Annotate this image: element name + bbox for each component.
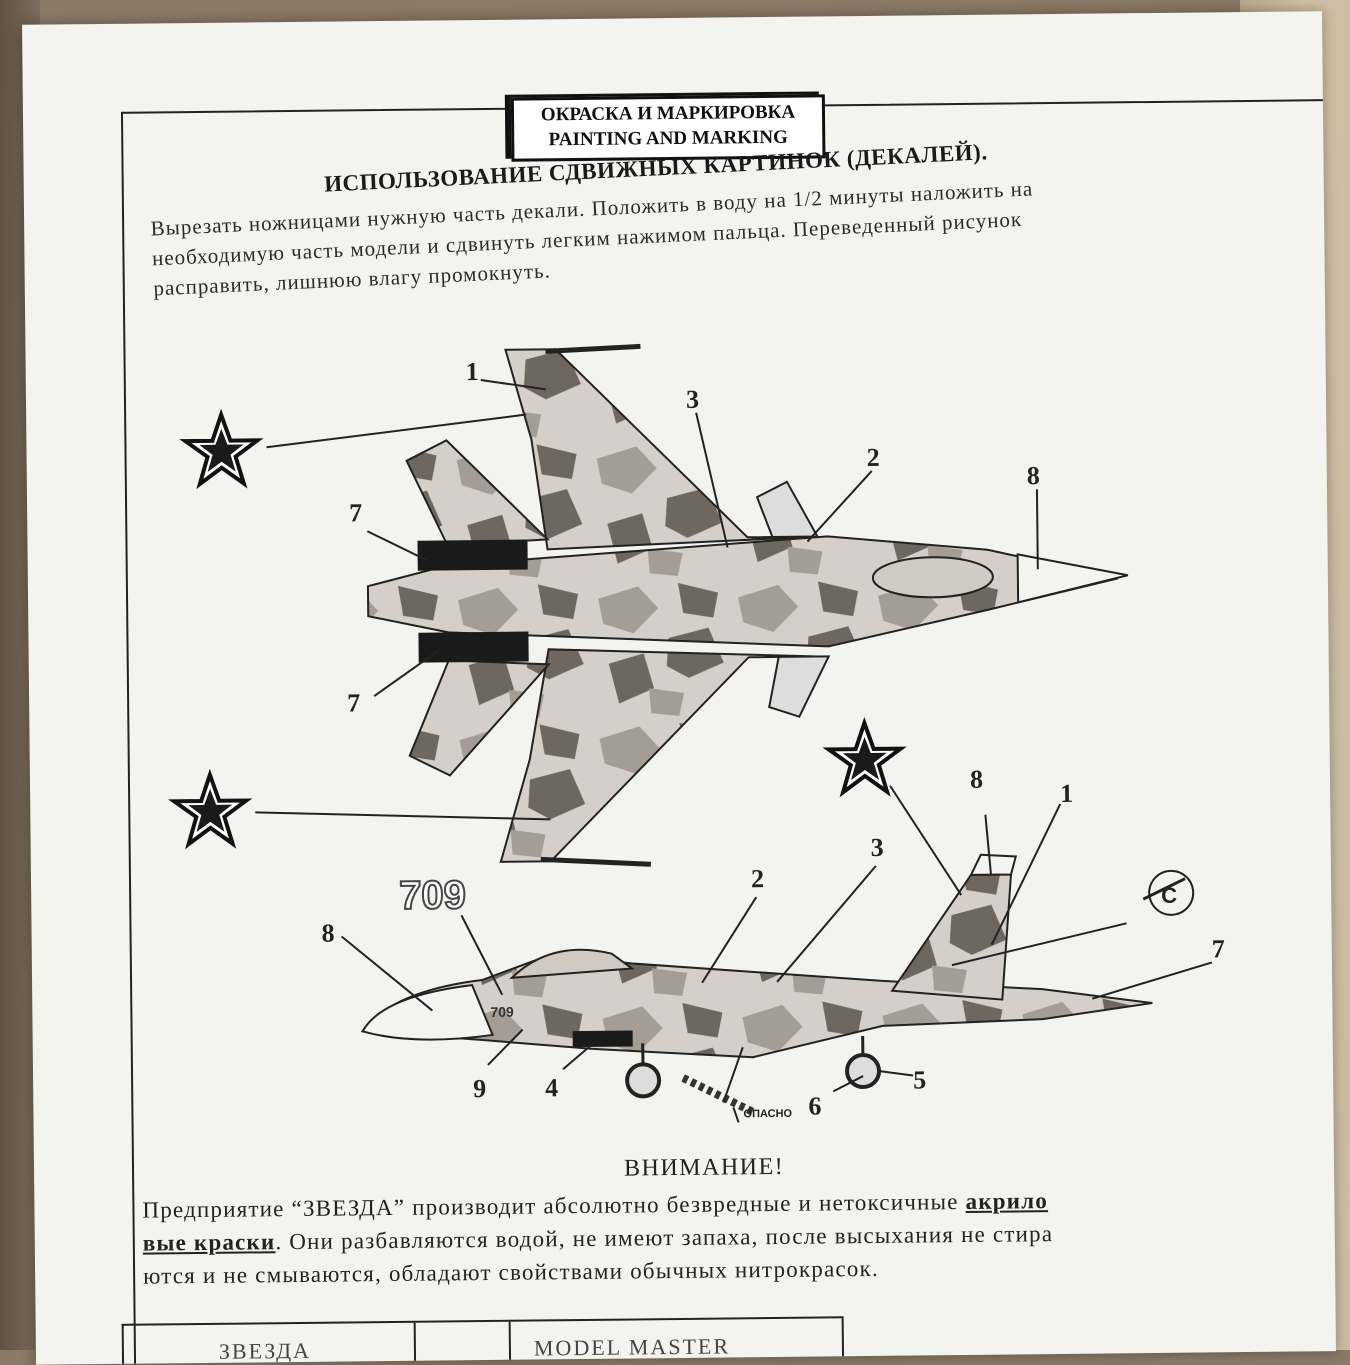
warning-title: ВНИМАНИЕ!	[623, 1153, 785, 1182]
side-number-decal: 709	[399, 873, 466, 918]
table-cell-model-master: MODEL MASTER	[508, 1318, 845, 1365]
aircraft-top-view	[366, 343, 1129, 867]
top-wing-lower	[499, 648, 819, 863]
top-tail-lower	[408, 659, 551, 777]
danger-label: ОПАСНО	[743, 1108, 792, 1121]
top-engine-nozzle-upper	[417, 539, 528, 571]
top-canard-upper	[755, 480, 820, 538]
paint-table: ЗВЕЗДА MODEL MASTER	[121, 1316, 845, 1365]
top-canard-lower	[768, 655, 831, 718]
callout-9-side: 9	[473, 1074, 486, 1103]
callout-7-top-lower: 7	[347, 688, 360, 717]
danger-strip: ОПАСНО	[681, 1074, 793, 1123]
star-decal	[822, 716, 907, 798]
callout-3-side: 3	[871, 833, 884, 862]
callout-3-top: 3	[686, 385, 699, 414]
su-emblem: С	[1142, 869, 1195, 916]
callout-2-side: 2	[751, 864, 764, 893]
callout-7-side: 7	[1212, 934, 1225, 963]
top-engine-nozzle-lower	[418, 631, 529, 663]
instruction-sheet: ОКРАСКА И МАРКИРОВКА PAINTING AND MARKIN…	[22, 11, 1336, 1365]
table-cell-blank	[413, 1321, 512, 1365]
side-nose-wheel	[625, 1062, 662, 1099]
star-decal	[179, 408, 264, 490]
callout-8-side-nose: 8	[321, 919, 334, 948]
warning-line1-text: Предприятие “ЗВЕЗДА” производит абсолютн…	[142, 1188, 966, 1223]
fuselage-number: 709	[490, 1004, 514, 1020]
callout-4-side: 4	[545, 1073, 558, 1102]
callout-2-top: 2	[866, 443, 879, 472]
side-pylon	[572, 1030, 633, 1048]
top-missile-upper	[545, 343, 641, 354]
top-canopy	[871, 556, 994, 599]
table-header-zvezda: ЗВЕЗДА	[218, 1337, 312, 1364]
warning-line1-bold: акрило	[965, 1188, 1049, 1214]
callout-8-top: 8	[1027, 461, 1040, 490]
side-nose	[361, 984, 495, 1041]
top-missile-lower	[540, 856, 651, 867]
callout-6-side: 6	[808, 1091, 821, 1120]
callout-1-top: 1	[466, 357, 479, 386]
svg-text:С: С	[1161, 883, 1177, 908]
top-tail-upper	[405, 439, 550, 547]
star-decal	[168, 768, 253, 850]
leader-lines-top	[255, 379, 1039, 821]
side-gear-strut	[641, 1036, 865, 1065]
callout-7-top-upper: 7	[349, 498, 362, 527]
table-header-model-master: MODEL MASTER	[533, 1333, 731, 1361]
callout-5-side: 5	[913, 1065, 926, 1094]
warning-line2-bold: вые краски	[142, 1229, 276, 1256]
side-canopy	[509, 948, 635, 979]
table-cell-zvezda: ЗВЕЗДА	[123, 1322, 417, 1365]
callout-8-side-tail: 8	[970, 765, 983, 794]
warning-line2-text: . Они разбавляются водой, не имеют запах…	[275, 1221, 1054, 1255]
aircraft-side-view: 709	[360, 853, 1153, 1099]
leader-lines-side	[340, 785, 1213, 1103]
painting-diagram: 1 3 2 8 7 7 709 ОПАСНО С	[168, 343, 1225, 1123]
callout-1-side: 1	[1060, 779, 1073, 808]
side-tail-tip	[969, 853, 1018, 876]
warning-text: Предприятие “ЗВЕЗДА” производит абсолютн…	[142, 1181, 1336, 1293]
top-nose	[1016, 553, 1129, 604]
